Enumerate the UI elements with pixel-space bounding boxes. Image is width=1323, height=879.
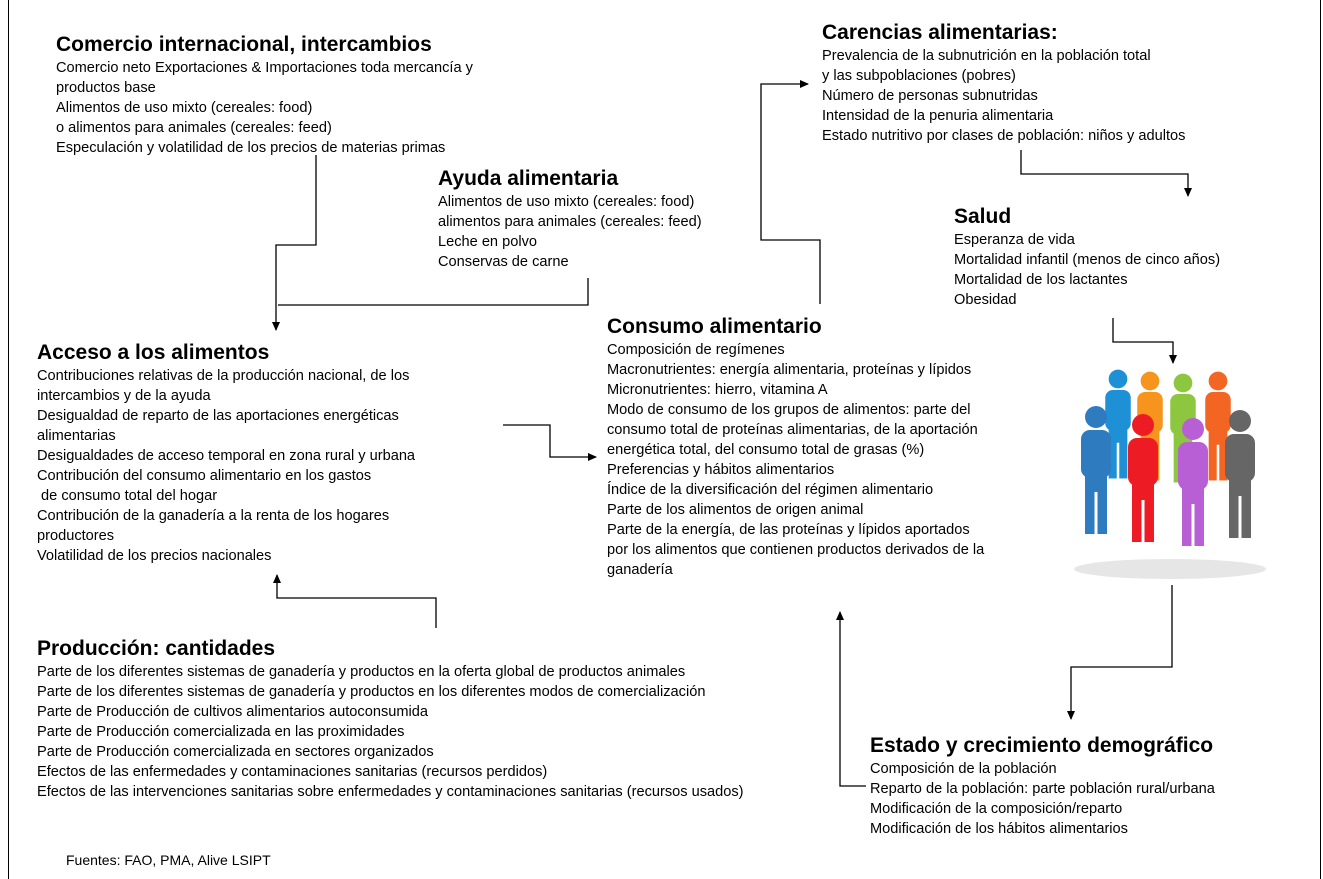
- list-item: Parte de los diferentes sistemas de gana…: [37, 684, 706, 700]
- diagram-frame: [8, 0, 1321, 879]
- person-figure: [1225, 410, 1255, 538]
- person-figure: [1128, 414, 1158, 542]
- source-note: Fuentes: FAO, PMA, Alive LSIPT: [66, 852, 271, 868]
- arrow-people-to-estado: [1067, 585, 1173, 720]
- list-item: Mortalidad infantil (menos de cinco años…: [954, 252, 1221, 268]
- list-acceso: Contribuciones relativas de la producció…: [37, 366, 415, 566]
- heading-estado: Estado y crecimiento demográfico: [870, 734, 1214, 757]
- person-figure: [1178, 418, 1208, 546]
- list-produccion: Parte de los diferentes sistemas de gana…: [37, 662, 744, 802]
- heading-consumo: Consumo alimentario: [607, 315, 822, 338]
- people-shadow: [1074, 559, 1266, 579]
- list-item: Parte de los alimentos de origen animal: [607, 502, 864, 518]
- list-item: Prevalencia de la subnutrición en la pob…: [822, 48, 1151, 64]
- list-item: productores: [37, 528, 115, 544]
- list-item: Conservas de carne: [438, 254, 569, 270]
- list-item: Alimentos de uso mixto (cereales: food): [56, 100, 313, 116]
- arrow-consumo-to-carencias: [760, 80, 821, 304]
- arrow-produccion-to-acceso: [273, 574, 437, 628]
- list-item: Obesidad: [954, 292, 1017, 308]
- list-item: Volatilidad de los precios nacionales: [37, 548, 272, 564]
- people-group-illustration: [1074, 369, 1266, 579]
- list-item: Efectos de las intervenciones sanitarias…: [37, 784, 744, 800]
- list-item: Contribución del consumo alimentario en …: [37, 468, 372, 484]
- list-carencias: Prevalencia de la subnutrición en la pob…: [822, 46, 1185, 146]
- box-carencias: Carencias alimentarias: Prevalencia de l…: [822, 20, 1185, 146]
- list-item: Alimentos de uso mixto (cereales: food): [438, 194, 695, 210]
- box-acceso: Acceso a los alimentos Contribuciones re…: [37, 340, 415, 566]
- arrow-acceso-to-consumo: [503, 424, 597, 461]
- heading-acceso: Acceso a los alimentos: [37, 341, 270, 364]
- list-item: alimentarias: [37, 428, 116, 444]
- list-item: Especulación y volatilidad de los precio…: [56, 140, 446, 156]
- list-item: intercambios y de la ayuda: [37, 388, 211, 404]
- box-estado: Estado y crecimiento demográfico Composi…: [870, 733, 1215, 839]
- list-item: Contribución de la ganadería a la renta …: [37, 508, 390, 524]
- box-produccion: Producción: cantidades Parte de los dife…: [37, 636, 744, 802]
- person-figure: [1081, 406, 1111, 534]
- list-item: Macronutrientes: energía alimentaria, pr…: [607, 362, 972, 378]
- list-item: Efectos de las enfermedades y contaminac…: [37, 764, 548, 780]
- list-item: Modificación de los hábitos alimentarios: [870, 821, 1128, 837]
- list-item: Composición de la población: [870, 761, 1057, 777]
- box-comercio: Comercio internacional, intercambios Com…: [56, 32, 473, 158]
- list-item: Estado nutritivo por clases de población…: [822, 128, 1186, 144]
- list-item: Composición de regímenes: [607, 342, 785, 358]
- list-item: de consumo total del hogar: [37, 488, 218, 504]
- arrow-carencias-to-salud: [1020, 150, 1192, 197]
- list-item: Modo de consumo de los grupos de aliment…: [607, 402, 971, 418]
- list-item: energética total, del consumo total de g…: [607, 442, 925, 458]
- list-item: Micronutrientes: hierro, vitamina A: [607, 382, 828, 398]
- person-figure: [1205, 371, 1231, 481]
- list-item: Comercio neto Exportaciones & Importacio…: [56, 60, 473, 76]
- list-item: Índice de la diversificación del régimen…: [607, 482, 934, 498]
- list-item: Parte de los diferentes sistemas de gana…: [37, 664, 686, 680]
- list-item: y las subpoblaciones (pobres): [822, 68, 1016, 84]
- list-item: Mortalidad de los lactantes: [954, 272, 1128, 288]
- list-item: productos base: [56, 80, 156, 96]
- heading-comercio: Comercio internacional, intercambios: [56, 33, 432, 56]
- list-item: Parte de Producción de cultivos alimenta…: [37, 704, 429, 720]
- list-item: Preferencias y hábitos alimentarios: [607, 462, 835, 478]
- list-item: Parte de la energía, de las proteínas y …: [607, 522, 970, 538]
- arrow-estado-to-consumo: [836, 611, 866, 787]
- list-item: Parte de Producción comercializada en la…: [37, 724, 405, 740]
- list-item: Modificación de la composición/reparto: [870, 801, 1123, 817]
- list-item: consumo total de proteínas alimentarias,…: [607, 422, 978, 438]
- list-item: o alimentos para animales (cereales: fee…: [56, 120, 332, 136]
- box-ayuda: Ayuda alimentaria Alimentos de uso mixto…: [438, 166, 702, 272]
- list-item: ganadería: [607, 562, 673, 578]
- list-item: Desigualdad de reparto de las aportacion…: [37, 408, 399, 424]
- box-consumo: Consumo alimentario Composición de regím…: [607, 314, 984, 580]
- list-item: Esperanza de vida: [954, 232, 1075, 248]
- list-item: por los alimentos que contienen producto…: [607, 542, 985, 558]
- list-item: Parte de Producción comercializada en se…: [37, 744, 434, 760]
- list-item: alimentos para animales (cereales: feed): [438, 214, 702, 230]
- heading-ayuda: Ayuda alimentaria: [438, 167, 619, 190]
- list-comercio: Comercio neto Exportaciones & Importacio…: [56, 58, 473, 158]
- list-item: Número de personas subnutridas: [822, 88, 1038, 104]
- heading-produccion: Producción: cantidades: [37, 637, 276, 660]
- heading-carencias: Carencias alimentarias:: [822, 21, 1058, 44]
- heading-salud: Salud: [954, 205, 1012, 228]
- list-ayuda: Alimentos de uso mixto (cereales: food) a…: [438, 192, 702, 272]
- person-figure: [1105, 369, 1131, 479]
- list-item: Reparto de la población: parte población…: [870, 781, 1215, 797]
- list-item: Leche en polvo: [438, 234, 537, 250]
- arrow-ayuda-to-acceso: [278, 278, 589, 306]
- arrow-comercio-to-acceso: [272, 155, 317, 331]
- list-item: Intensidad de la penuria alimentaria: [822, 108, 1054, 124]
- list-item: Desigualdades de acceso temporal en zona…: [37, 448, 416, 464]
- list-item: Contribuciones relativas de la producció…: [37, 368, 410, 384]
- people-figures: [1081, 369, 1255, 546]
- arrow-salud-to-people: [1112, 318, 1177, 364]
